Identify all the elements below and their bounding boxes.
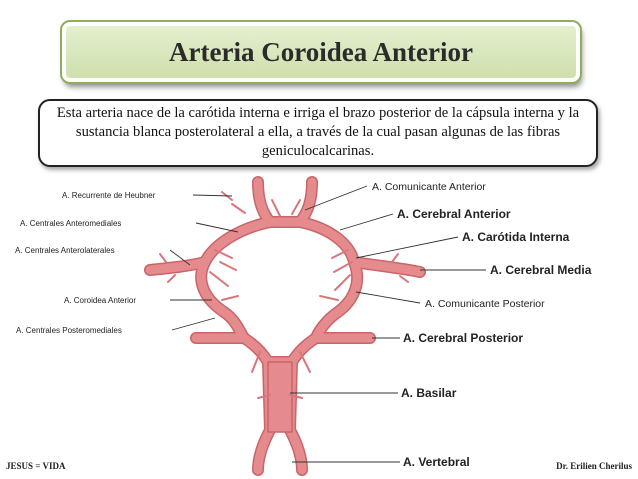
leader-lines [169, 185, 486, 463]
label-centrales-posteromediales: A. Centrales Posteromediales [16, 326, 122, 335]
label-cerebral-media: A. Cerebral Media [490, 263, 592, 277]
label-recurrente-heubner: A. Recurrente de Heubner [62, 191, 156, 200]
label-cerebral-anterior: A. Cerebral Anterior [397, 207, 511, 221]
label-comunicante-anterior: A. Comunicante Anterior [372, 181, 486, 193]
footer-right: Dr. Erilien Cherilus [556, 461, 632, 471]
label-comunicante-posterior: A. Comunicante Posterior [425, 298, 545, 310]
label-cerebral-posterior: A. Cerebral Posterior [403, 331, 523, 345]
artery-drawing [144, 176, 426, 476]
footer-left: JESUS = VIDA [6, 461, 66, 471]
description-text: Esta arteria nace de la carótida interna… [56, 105, 580, 159]
title-box: Arteria Coroidea Anterior [60, 20, 582, 84]
label-basilar: A. Basilar [401, 386, 457, 400]
label-centrales-anteromediales: A. Centrales Anteromediales [20, 219, 121, 228]
label-coroidea-anterior: A. Coroidea Anterior [64, 296, 136, 305]
label-centrales-anterolaterales: A. Centrales Anterolaterales [15, 246, 115, 255]
page-title: Arteria Coroidea Anterior [169, 36, 473, 67]
label-carotida-interna: A. Carótida Interna [462, 230, 570, 244]
label-vertebral: A. Vertebral [403, 455, 470, 469]
description-box: Esta arteria nace de la carótida interna… [38, 99, 598, 167]
